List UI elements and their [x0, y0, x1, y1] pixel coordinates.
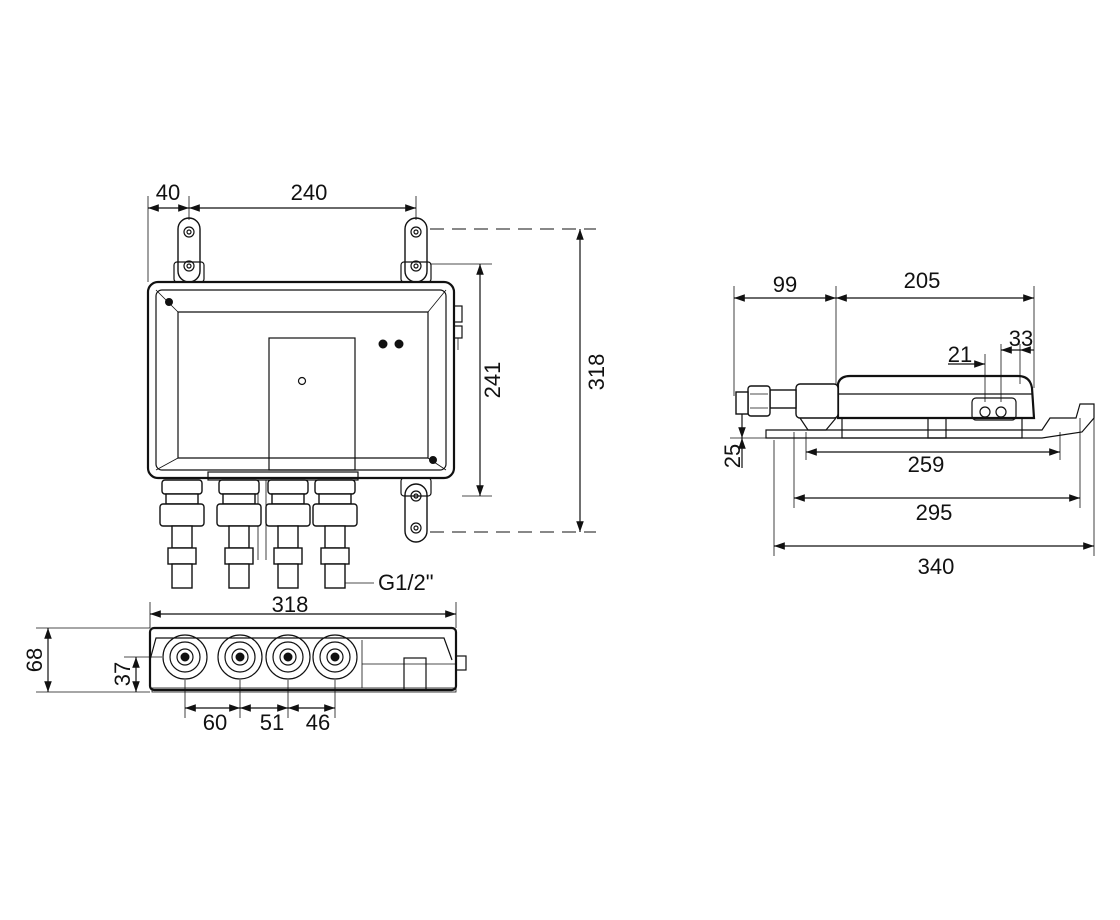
screw-top-left: [165, 298, 173, 306]
side-connector: [747, 385, 771, 417]
dim-offset-a: 21: [948, 342, 972, 367]
dim-connector-depth: 99: [773, 272, 797, 297]
bottom-bracket: [400, 477, 432, 543]
side-dimensions: 99 205 21 33 25 259 295 340: [720, 268, 1095, 579]
dim-body-depth: 205: [904, 268, 941, 293]
dim-total-height: 318: [584, 354, 609, 391]
dim-spacing-3: 46: [306, 710, 330, 735]
housing-body: [146, 280, 463, 480]
fitting-2: [216, 479, 262, 589]
top-left-bracket: [173, 217, 205, 283]
port-1: [162, 634, 208, 680]
dim-bracket-offset: 40: [156, 180, 180, 205]
side-valve: [795, 383, 839, 419]
dim-spacing-1: 60: [203, 710, 227, 735]
dim-base-259: 259: [908, 452, 945, 477]
display-panel: [268, 337, 356, 471]
dim-bottom-width: 318: [272, 592, 309, 617]
indicator-led-2: [394, 339, 404, 349]
dim-bracket-spacing: 240: [291, 180, 328, 205]
port-4: [312, 634, 358, 680]
front-dimensions: 40 240 241 318 G1/2": [147, 180, 609, 595]
screw-bottom-right: [429, 456, 437, 464]
thread-label: G1/2": [378, 570, 434, 595]
front-view: 40 240 241 318 G1/2": [146, 180, 609, 595]
top-right-bracket: [400, 217, 432, 283]
fitting-1: [159, 479, 205, 589]
pipe-fittings: [159, 471, 359, 589]
dim-offset-b: 33: [1009, 326, 1033, 351]
dim-bottom-height: 68: [22, 648, 47, 672]
side-housing: [836, 374, 1036, 420]
dim-base-height: 25: [720, 444, 745, 468]
bottom-view: 318 68 37 60 51 46: [22, 592, 467, 735]
port-3: [265, 634, 311, 680]
dim-total-340: 340: [918, 554, 955, 579]
bottom-dimensions: 318 68 37 60 51 46: [22, 592, 457, 735]
port-2: [217, 634, 263, 680]
dim-base-295: 295: [916, 500, 953, 525]
dim-body-height: 241: [480, 362, 505, 399]
fitting-4: [312, 479, 358, 589]
fitting-3: [265, 479, 311, 589]
indicator-led-1: [378, 339, 388, 349]
side-view: 99 205 21 33 25 259 295 340: [720, 268, 1095, 579]
dim-axis-height: 37: [110, 662, 135, 686]
dim-spacing-2: 51: [260, 710, 284, 735]
